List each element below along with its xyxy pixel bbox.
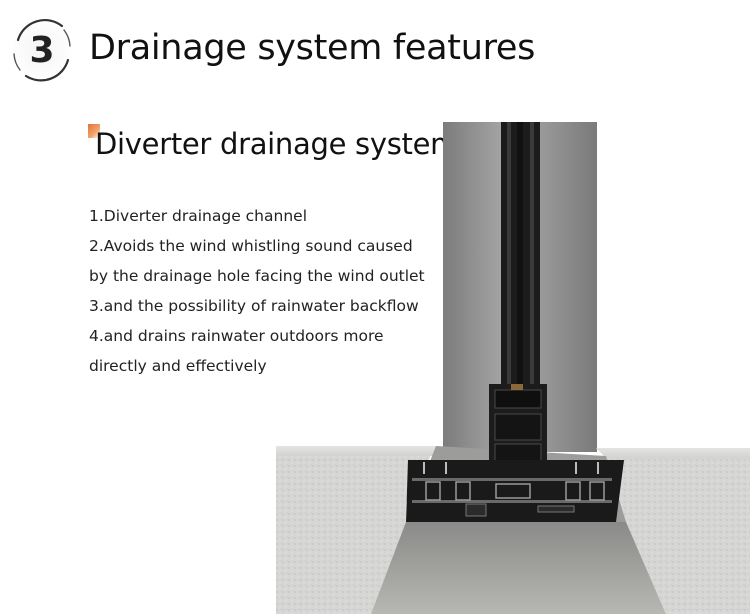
wall-panel-right [540, 122, 597, 452]
window-frame-illustration [276, 122, 750, 614]
feature-list: 1.Diverter drainage channel 2.Avoids the… [89, 201, 429, 381]
drain-trench [371, 522, 666, 614]
section-number: 3 [29, 29, 55, 71]
seal-strip [511, 384, 523, 390]
floor-slab-right [606, 456, 750, 614]
header: 3 Drainage system features [0, 0, 750, 95]
feature-line-5: 4.and drains rainwater outdoors more [89, 327, 384, 345]
bottom-track-frame [406, 460, 624, 522]
sliding-door-profile-render [276, 122, 750, 614]
section-title: Diverter drainage system [95, 127, 459, 161]
section-number-badge: 3 [4, 10, 80, 90]
feature-line-2: 2.Avoids the wind whistling sound caused [89, 237, 413, 255]
feature-line-4: 3.and the possibility of rainwater backf… [89, 297, 419, 315]
page-title: Drainage system features [89, 28, 536, 68]
feature-line-6: directly and effectively [89, 357, 267, 375]
feature-line-3: by the drainage hole facing the wind out… [89, 267, 425, 285]
section-accent-mark [88, 124, 100, 138]
circle-swirl-icon [12, 19, 72, 82]
feature-line-1: 1.Diverter drainage channel [89, 207, 307, 225]
